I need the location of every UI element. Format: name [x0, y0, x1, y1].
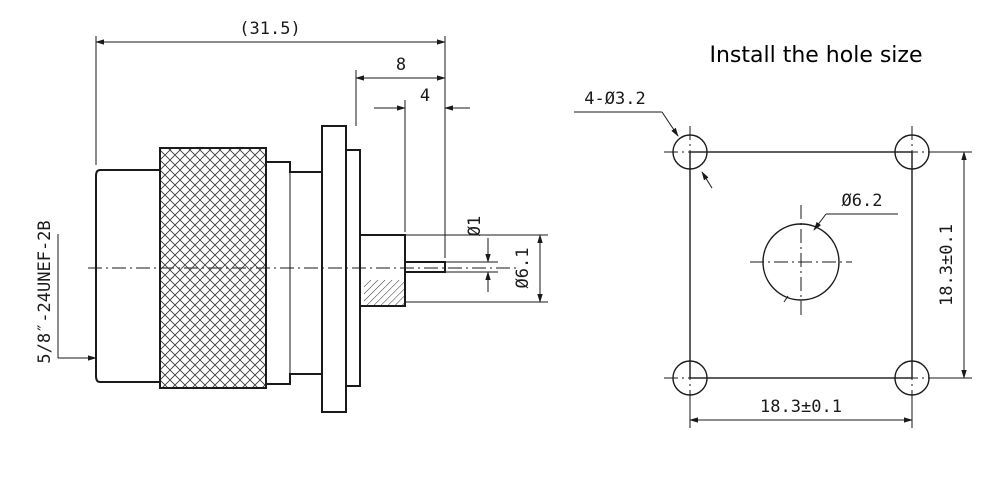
- front-body: [265, 161, 323, 385]
- flange: [321, 125, 347, 413]
- mounting-hole-pattern: 4-Ø3.2 Ø6.2 18.3±0.1 18.3±0.1: [574, 89, 972, 428]
- mounting-hole-top-right: [894, 134, 930, 170]
- pin-diameter-label: Ø1: [465, 216, 485, 236]
- pin-length-label: 4: [420, 86, 430, 106]
- mounting-holes-label: 4-Ø3.2: [584, 89, 645, 109]
- rear-body: [95, 169, 161, 383]
- center-hole-label: Ø6.2: [842, 191, 883, 211]
- overall-length-label: (31.5): [239, 19, 300, 39]
- flange-to-tip-label: 8: [396, 55, 406, 75]
- center-hole: [762, 223, 840, 301]
- insulator: [359, 234, 406, 307]
- insulator-diameter-label: Ø6.1: [513, 248, 533, 289]
- mounting-hole-bottom-left: [672, 360, 708, 396]
- connector-side-view: (31.5) 8 4 Ø1 Ø6.1 5/8″-24UNEF-2B: [35, 19, 548, 413]
- center-pin: [404, 261, 446, 273]
- diagram-title: Install the hole size: [709, 43, 922, 68]
- horizontal-spacing-label: 18.3±0.1: [760, 397, 842, 417]
- mounting-hole-bottom-right: [894, 360, 930, 396]
- insulator-section: [364, 280, 404, 306]
- thread-label: 5/8″-24UNEF-2B: [35, 220, 55, 363]
- vertical-spacing-label: 18.3±0.1: [937, 224, 957, 306]
- knurled-nut: [159, 147, 267, 389]
- mounting-hole-top-left: [672, 134, 708, 170]
